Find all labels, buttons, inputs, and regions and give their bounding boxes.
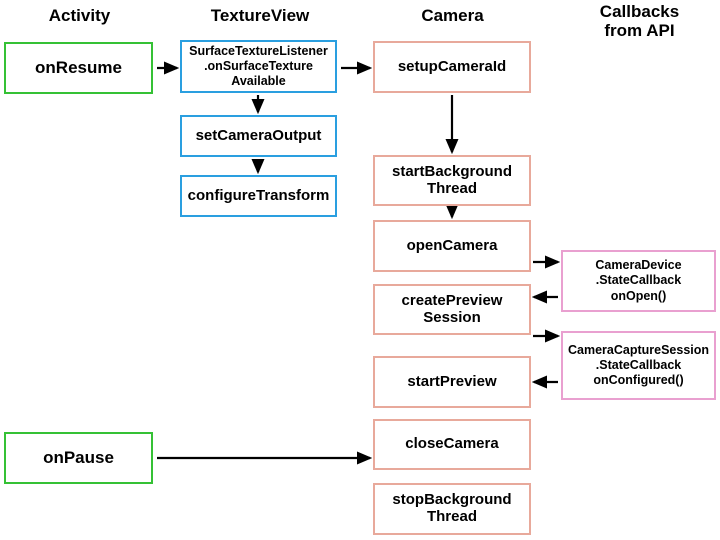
node-onresume[interactable]: onResume (4, 42, 153, 94)
node-closecamera[interactable]: closeCamera (373, 419, 531, 470)
node-surfacetexturelistener[interactable]: SurfaceTextureListener .onSurfaceTexture… (180, 40, 337, 93)
column-header-camera: Camera (421, 6, 484, 25)
node-startbackgroundthread[interactable]: startBackground Thread (373, 155, 531, 206)
node-stopbackgroundthread[interactable]: stopBackground Thread (373, 483, 531, 535)
column-header-callbacks: Callbacks from API (599, 2, 680, 40)
node-setupcameraid[interactable]: setupCameraId (373, 41, 531, 93)
column-header-textureview: TextureView (210, 6, 310, 25)
node-opencamera[interactable]: openCamera (373, 220, 531, 272)
node-setcameraoutput[interactable]: setCameraOutput (180, 115, 337, 157)
column-header-activity: Activity (48, 6, 111, 25)
node-cameradevice-stateCallback-onopen[interactable]: CameraDevice .StateCallback onOpen() (561, 250, 716, 312)
node-startpreview[interactable]: startPreview (373, 356, 531, 408)
node-createpreviewsession[interactable]: createPreview Session (373, 284, 531, 335)
node-cameracapturesession-stateCallback-onconfigured[interactable]: CameraCaptureSession .StateCallback onCo… (561, 331, 716, 400)
node-configuretransform[interactable]: configureTransform (180, 175, 337, 217)
node-onpause[interactable]: onPause (4, 432, 153, 484)
